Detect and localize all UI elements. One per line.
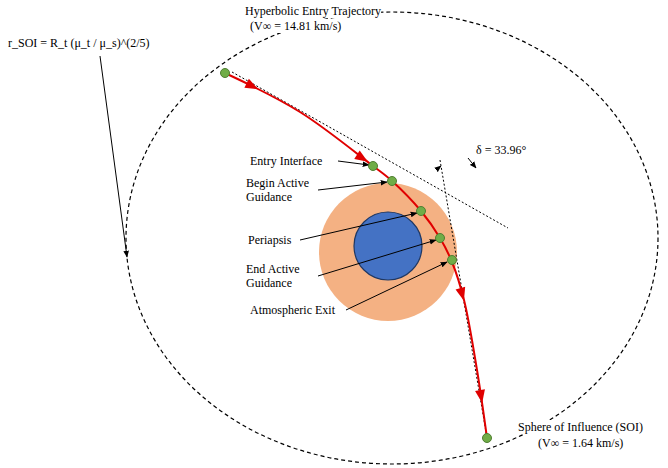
label-text: (V∞ = 14.81 km/s)	[250, 19, 341, 33]
label-text: Sphere of Influence (SOI)	[518, 420, 643, 434]
asymptote-line	[440, 160, 487, 438]
leader-line	[100, 56, 127, 257]
atmosphere	[319, 183, 457, 321]
event-point	[388, 177, 397, 186]
event-points	[221, 69, 492, 443]
event-point	[448, 256, 457, 265]
label-text: δ = 33.96°	[476, 143, 526, 157]
label-text: Periapsis	[248, 233, 291, 247]
event-label: Atmospheric Exit	[250, 303, 335, 317]
leader-line	[318, 240, 436, 276]
leader-lines	[100, 56, 447, 310]
formula-label: r_SOI = R_t (μ_t / μ_s)^(2/5)	[8, 36, 150, 50]
event-label: Entry Interface	[250, 154, 322, 168]
event-point	[417, 207, 426, 216]
label-text: (V∞ = 1.64 km/s)	[538, 436, 623, 450]
label-text: Hyperbolic Entry Trajectory	[245, 4, 381, 18]
angle-label: δ = 33.96°	[476, 143, 526, 157]
label-text: Begin Active Guidance	[246, 176, 309, 204]
event-label: End Active Guidance	[246, 262, 326, 290]
leader-line	[346, 262, 447, 310]
event-point	[436, 234, 445, 243]
leader-line	[300, 213, 417, 240]
label-text: Atmospheric Exit	[250, 303, 335, 317]
planet	[354, 212, 422, 280]
direction-arrow	[244, 79, 260, 94]
direction-arrow	[475, 389, 487, 403]
trajectory	[225, 73, 487, 438]
label-text: End Active Guidance	[246, 262, 300, 290]
trajectory-path	[225, 73, 487, 438]
leader-line	[338, 161, 369, 165]
event-point	[483, 434, 492, 443]
event-label: Begin Active Guidance	[246, 176, 326, 204]
label-text: Entry Interface	[250, 154, 322, 168]
event-point	[221, 69, 230, 78]
leader-line	[318, 182, 387, 190]
angle-marker	[436, 166, 441, 170]
angle-marker	[468, 158, 476, 168]
event-label: Periapsis	[248, 233, 291, 247]
asymptote-line	[232, 72, 508, 228]
soi-boundary	[126, 12, 658, 464]
label-text: Sphere of Influence (SOI)	[518, 420, 643, 434]
direction-arrow	[456, 287, 469, 302]
label-text: r_SOI = R_t (μ_t / μ_s)^(2/5)	[8, 36, 150, 50]
label-text: Hyperbolic Entry Trajectory	[245, 4, 381, 18]
event-point	[369, 162, 378, 171]
label-text: (V∞ = 14.81 km/s)	[250, 19, 341, 33]
label-text: (V∞ = 1.64 km/s)	[538, 436, 623, 450]
